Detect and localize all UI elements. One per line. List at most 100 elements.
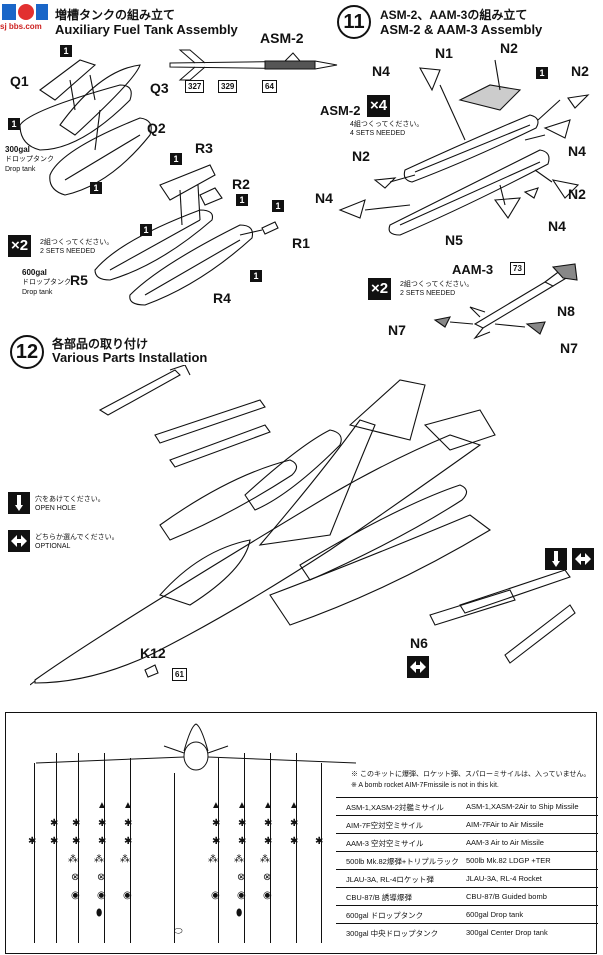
row-label-jp: AIM-7F空対空ミサイル xyxy=(346,821,424,830)
asm2-sets-jp: 4組つくってください。 xyxy=(350,121,424,128)
weapon-mark: ▲ xyxy=(289,800,299,811)
tank300-sub: ドロップタンク xyxy=(5,156,54,163)
part-q2: Q2 xyxy=(147,120,166,136)
aam3-badge: 73 xyxy=(510,262,525,275)
badge-1: 1 xyxy=(236,194,248,206)
weapon-mark: ✱ xyxy=(28,836,37,847)
weapon-mark: ⁂ xyxy=(260,854,270,865)
optional-icon xyxy=(572,548,594,570)
optional-text: どちらか選んでください。 OPTIONAL xyxy=(35,533,119,551)
row-label-en: AAM-3 Air to Air Missile xyxy=(466,838,544,847)
station-line xyxy=(78,753,79,943)
station-line xyxy=(321,763,322,943)
badge-1: 1 xyxy=(170,153,182,165)
weapon-mark: ✱ xyxy=(50,836,59,847)
weapon-mark: ⬮ xyxy=(96,908,103,919)
open-hole-jp: 穴をあけてください。 xyxy=(35,496,105,503)
part-n2-left: N2 xyxy=(352,148,370,164)
part-n2-mid: N2 xyxy=(568,186,586,202)
weapon-mark: ✱ xyxy=(290,836,299,847)
tank600-label: 600gal ドロップタンク Drop tank xyxy=(22,268,71,297)
fuel-tank-drawing xyxy=(19,59,279,306)
weapon-mark: ⁂ xyxy=(234,854,244,865)
aam3-sets-en: 2 SETS NEEDED xyxy=(400,290,456,297)
weapon-mark: ✱ xyxy=(212,818,221,829)
table-row: 300gal 中央ドロップタンク 300gal Center Drop tank xyxy=(336,923,598,942)
station-line xyxy=(296,753,297,943)
weapon-mark: ✱ xyxy=(98,818,107,829)
weapon-mark: ⁂ xyxy=(68,854,78,865)
optional-en: OPTIONAL xyxy=(35,543,71,550)
weapon-mark: ⁂ xyxy=(208,854,218,865)
optional-icon xyxy=(407,656,429,678)
asm2-mult-label: ASM-2 xyxy=(320,103,361,118)
table-row: 500lb Mk.82爆弾+トリプルラック 500lb Mk.82 LDGP +… xyxy=(336,851,598,870)
weapon-mark: ✱ xyxy=(264,818,273,829)
fuel-title-en: Auxiliary Fuel Tank Assembly xyxy=(55,22,238,37)
badge-1: 1 xyxy=(272,200,284,212)
weapon-mark: ◉ xyxy=(263,890,272,901)
asm2-sets-text: 4組つくってください。 4 SETS NEEDED xyxy=(350,120,423,138)
watermark-logo: sj bbs.com xyxy=(0,0,50,34)
fuel-sets-jp: 2組つくってください。 xyxy=(40,239,114,246)
asm2-mult: ×4 xyxy=(367,95,391,117)
part-n4-left: N4 xyxy=(315,190,333,206)
k12-badge: 61 xyxy=(172,668,187,681)
row-label-en: CBU-87/B Guided bomb xyxy=(466,892,547,901)
tank300-label: 300gal ドロップタンク Drop tank xyxy=(5,145,54,174)
asm2-badge-327: 327 xyxy=(185,80,205,93)
part-r2: R2 xyxy=(232,176,250,192)
aam3-label: AAM-3 xyxy=(452,262,494,277)
part-n4-topleft: N4 xyxy=(372,63,390,79)
tank300-en: Drop tank xyxy=(5,166,36,173)
row-label-en: ASM-1,XASM-2Air to Ship Missile xyxy=(466,802,579,811)
weapon-mark: ✱ xyxy=(72,836,81,847)
weapon-mark: ⬭ xyxy=(174,926,183,937)
weapon-mark: ▲ xyxy=(237,800,247,811)
fuel-sets-en: 2 SETS NEEDED xyxy=(40,248,96,255)
asm2-assembly-drawing xyxy=(338,59,590,236)
table-row: JLAU-3A, RL-4ロケット弾 JLAU-3A, RL-4 Rocket xyxy=(336,869,598,888)
station-line xyxy=(270,753,271,943)
part-n1: N1 xyxy=(435,45,453,61)
station-line xyxy=(104,753,105,943)
station-line xyxy=(174,773,175,943)
weapon-mark: ⊗ xyxy=(97,872,106,883)
weapon-mark: ◉ xyxy=(97,890,106,901)
row-label-en: JLAU-3A, RL-4 Rocket xyxy=(466,874,542,883)
weapon-mark: ✱ xyxy=(72,818,81,829)
part-n2-right: N2 xyxy=(571,63,589,79)
asm2-missile-drawing xyxy=(169,49,338,81)
badge-1: 1 xyxy=(60,45,72,57)
weapon-mark: ✱ xyxy=(124,836,133,847)
weapon-mark: ✱ xyxy=(124,818,133,829)
step-11-title-jp: ASM-2、AAM-3の組み立て xyxy=(380,8,528,22)
badge-1: 1 xyxy=(140,224,152,236)
open-hole-text: 穴をあけてください。 OPEN HOLE xyxy=(35,495,105,513)
weapon-mark: ⬮ xyxy=(236,908,243,919)
weapon-mark: ✱ xyxy=(290,818,299,829)
station-line xyxy=(56,753,57,943)
step-12-number: 12 xyxy=(10,335,44,369)
weapon-mark: ◉ xyxy=(123,890,132,901)
loadout-table: ※ このキットに爆弾、ロケット弾、スパローミサイルは、入っていません。 ※ A … xyxy=(5,712,598,954)
table-note-jp: ※ このキットに爆弾、ロケット弾、スパローミサイルは、入っていません。 xyxy=(351,771,591,778)
fuel-sets-mult: ×2 xyxy=(8,235,32,257)
asm2-badge-329: 329 xyxy=(218,80,238,93)
part-n6: N6 xyxy=(410,635,428,651)
table-row: CBU-87/B 誘導爆弾 CBU-87/B Guided bomb xyxy=(336,887,598,906)
row-label-en: 300gal Center Drop tank xyxy=(466,928,548,937)
part-r3: R3 xyxy=(195,140,213,156)
weapon-mark: ◉ xyxy=(211,890,220,901)
part-r4: R4 xyxy=(213,290,231,306)
part-q1: Q1 xyxy=(10,73,29,89)
asm2-label: ASM-2 xyxy=(260,30,304,46)
part-r1: R1 xyxy=(292,235,310,251)
row-label-jp: JLAU-3A, RL-4ロケット弾 xyxy=(346,875,434,884)
part-n2-top: N2 xyxy=(500,40,518,56)
weapon-mark: ⊗ xyxy=(71,872,80,883)
table-row: AAM-3 空対空ミサイル AAM-3 Air to Air Missile xyxy=(336,833,598,852)
aam3-sets-jp: 2組つくってください。 xyxy=(400,281,474,288)
part-n8: N8 xyxy=(557,303,575,319)
weapon-mark: ✱ xyxy=(238,836,247,847)
